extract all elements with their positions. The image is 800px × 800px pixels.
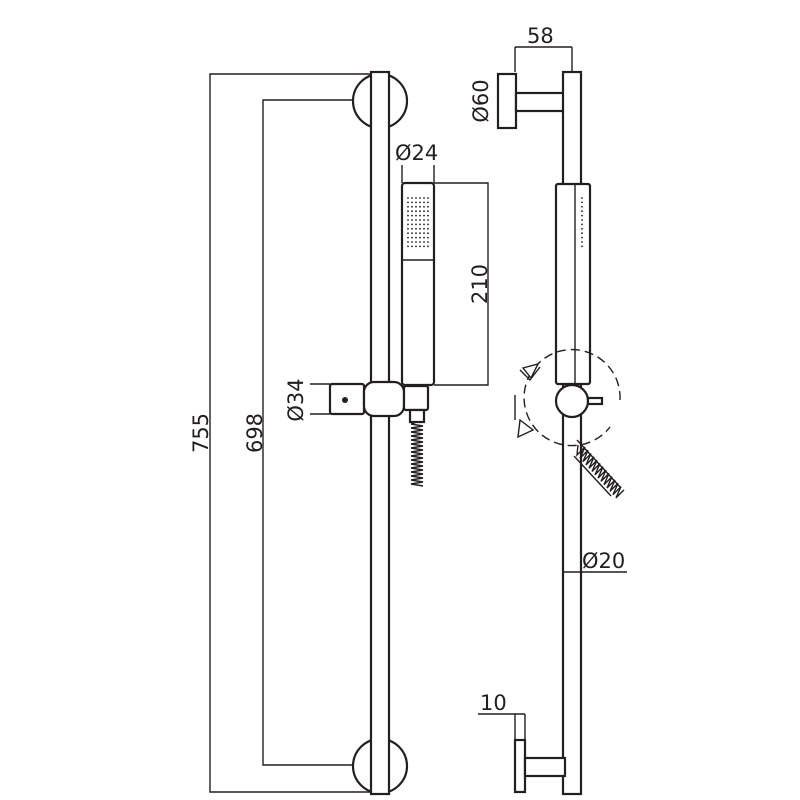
dimension-fixing-centres: 698 — [243, 99, 373, 766]
handshower — [400, 181, 436, 387]
top-wall-flange-side — [496, 72, 566, 130]
rail-side — [561, 70, 583, 796]
dimension-rail-diameter: Ø20 — [581, 549, 627, 573]
dimension-slider-diameter: Ø34 — [284, 378, 330, 422]
slider-side — [554, 383, 604, 419]
dimension-label-d20: Ø20 — [582, 549, 625, 573]
shower-hose-side — [573, 439, 625, 499]
front-view: 755 698 Ø24 — [189, 70, 492, 796]
dimension-label-d24: Ø24 — [395, 141, 438, 165]
dimension-overall-height: 755 — [189, 73, 373, 793]
rotation-indicator — [514, 348, 621, 447]
dimension-flange-thickness: 10 — [478, 691, 526, 740]
dimension-handshower-length: 210 — [434, 182, 492, 386]
dimension-flange-diameter: Ø60 — [469, 79, 493, 122]
dimension-label-58: 58 — [527, 24, 554, 48]
dimension-label-d34: Ø34 — [284, 378, 308, 421]
spray-nozzles — [407, 197, 429, 248]
handshower-side — [554, 182, 592, 386]
dimension-handshower-diameter: Ø24 — [395, 141, 438, 183]
dimension-label-698: 698 — [243, 413, 267, 453]
slider — [328, 380, 430, 418]
dimension-label-755: 755 — [189, 413, 213, 453]
dimension-label-10: 10 — [480, 691, 507, 715]
dimension-label-d60: Ø60 — [469, 79, 493, 122]
dimension-wall-projection: 58 — [514, 24, 573, 74]
bottom-wall-flange-side — [513, 738, 567, 794]
rail-front — [369, 70, 391, 796]
side-view: 58 Ø60 — [469, 24, 627, 796]
dimension-label-210: 210 — [468, 264, 492, 304]
shower-hose — [408, 408, 426, 487]
